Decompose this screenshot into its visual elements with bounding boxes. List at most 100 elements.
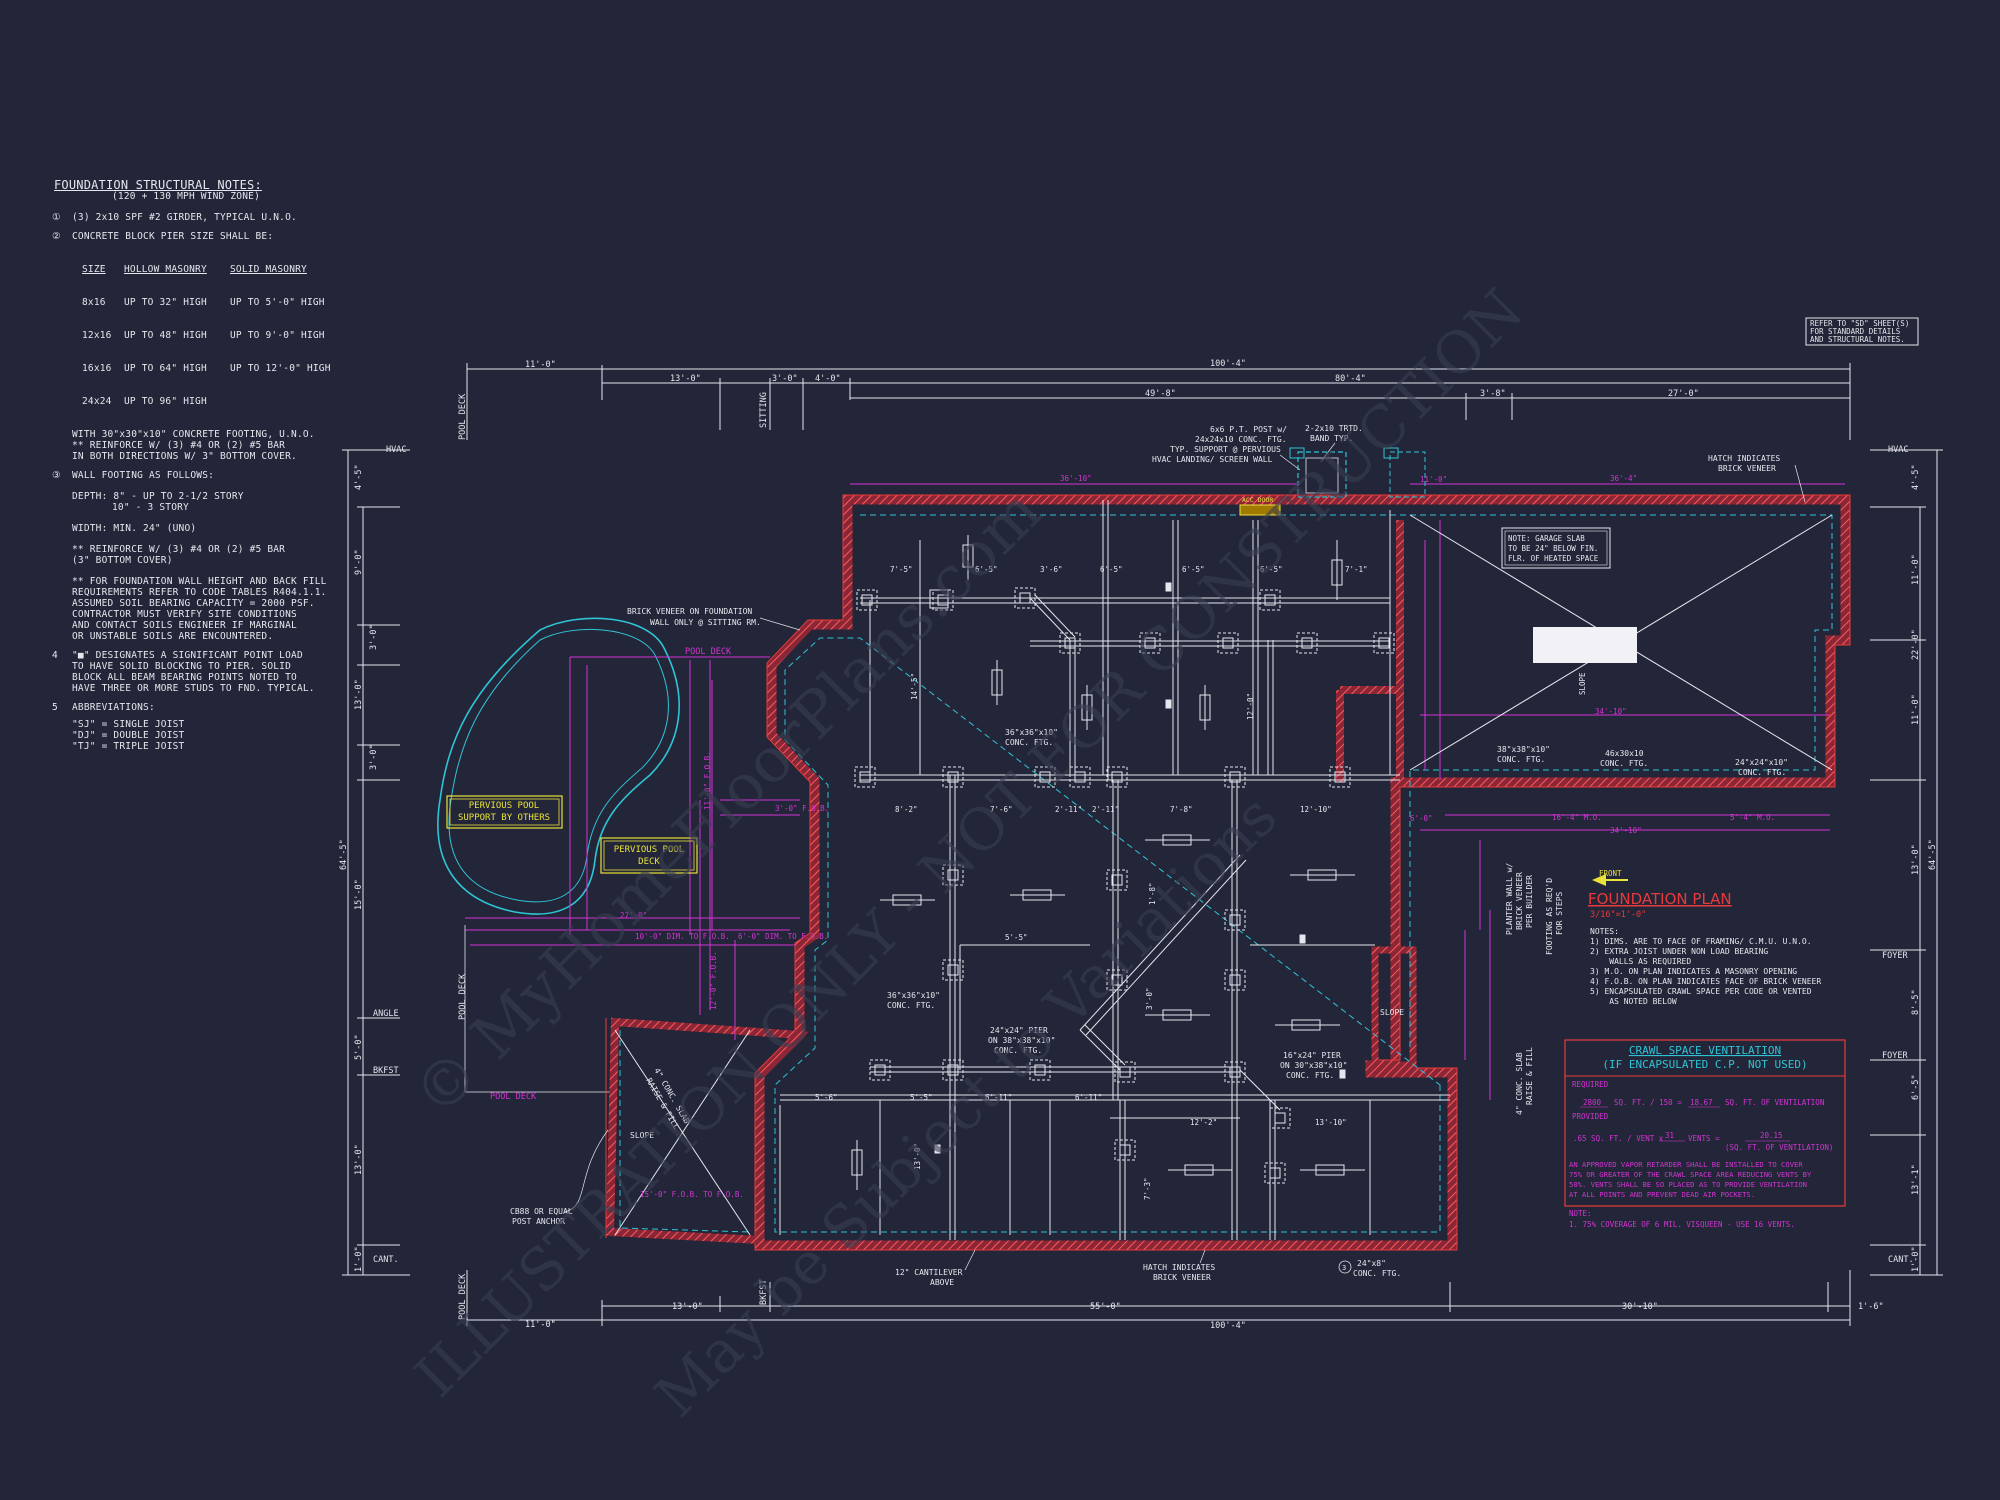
- vent-value: 18.67: [1690, 1098, 1713, 1107]
- dim-text: 13'-0": [354, 1144, 364, 1175]
- dim-text: 13'-0": [1911, 844, 1921, 875]
- dim-text: 27'-0": [620, 911, 647, 920]
- dim-text: 12'-2": [1190, 1118, 1217, 1127]
- callout-text: CONC. FTG.: [994, 1046, 1042, 1055]
- dim-text: 8'-2": [895, 805, 918, 814]
- dim-text: 7'-6": [990, 805, 1013, 814]
- note-text: CONTRACTOR MUST VERIFY SITE CONDITIONS: [72, 609, 297, 620]
- dim-text: 6'-5": [975, 565, 998, 574]
- joist-marker: [1300, 1164, 1365, 1176]
- note-text: WALL FOOTING AS FOLLOWS:: [72, 470, 215, 481]
- joist-marker: [962, 535, 974, 580]
- callout-text: ON 38"x38"x10": [988, 1036, 1055, 1045]
- callout-text: 36"x36"x10": [887, 991, 940, 1000]
- refer-note-line: REFER TO "SD" SHEET(S): [1810, 319, 1909, 328]
- dim-text: 36'-10": [1060, 474, 1092, 483]
- note-text: ** REINFORCE W/ (3) #4 OR (2) #5 BAR: [72, 544, 286, 555]
- dim-text: 4'-5": [1911, 464, 1921, 490]
- joist-marker: [1081, 685, 1093, 730]
- vent-text: SQ. FT. / 150 =: [1614, 1098, 1682, 1107]
- note-text: BLOCK ALL BEAM BEARING POINTS NOTED TO: [72, 672, 297, 683]
- vent-note: 1. 75% COVERAGE OF 6 MIL. VISQUEEN - USE…: [1569, 1220, 1795, 1229]
- table-cell: UP TO 64" HIGH: [124, 363, 207, 374]
- dim-text: 3'-6": [1040, 565, 1063, 574]
- structural-notes-panel: FOUNDATION STRUCTURAL NOTES: (120 + 130 …: [52, 179, 352, 752]
- dim-text: 4'-0": [815, 374, 841, 384]
- note-line: FLR. OF HEATED SPACE: [1508, 554, 1599, 563]
- note-text: ASSUMED SOIL BEARING CAPACITY = 2000 PSF…: [72, 598, 315, 609]
- note-text: WITH 30"x30"x10" CONCRETE FOOTING, U.N.O…: [72, 429, 315, 440]
- callout-text: CONC. FTG.: [1286, 1071, 1334, 1080]
- callout-text: 6x6 P.T. POST w/: [1210, 425, 1287, 434]
- note-text: "TJ" = TRIPLE JOIST: [72, 741, 185, 752]
- dim-text: 6'-5": [1100, 565, 1123, 574]
- table-cell: UP TO 9'-0" HIGH: [230, 330, 325, 341]
- callout-text: 36"x36"x10": [1005, 728, 1058, 737]
- label-pool-deck: POOL DECK: [685, 647, 732, 657]
- callout-text: RAISE & FILL: [1525, 1047, 1534, 1105]
- pier: [942, 864, 964, 886]
- callout-text: HATCH INDICATES: [1143, 1263, 1215, 1272]
- dim-text: 6'-0" DIM. TO F.O.B.: [738, 932, 828, 941]
- label-foyer: FOYER: [1882, 951, 1908, 961]
- note-text: CONCRETE BLOCK PIER SIZE SHALL BE:: [72, 231, 274, 242]
- note-number: ②: [52, 231, 61, 242]
- foundation-walls: [605, 494, 1851, 1251]
- dim-text: 5'-5": [910, 1093, 933, 1102]
- dim-text: 11'-0": [1420, 475, 1447, 484]
- label-cant: CANT.: [1888, 1255, 1914, 1265]
- dim-text: 12'-10": [1300, 805, 1332, 814]
- foundation-wall-hatch: [755, 495, 1850, 1250]
- dimension-texts: 100'-4" 11'-0" 13'-0" 3'-0" 4'-0" 80'-4"…: [339, 359, 1938, 1331]
- note-text: WIDTH: MIN. 24" (UNO): [72, 523, 197, 534]
- dim-text: 3'-0": [1145, 987, 1154, 1010]
- vent-approved-line: AN APPROVED VAPOR RETARDER SHALL BE INST…: [1569, 1160, 1803, 1169]
- dim-text: 8'-5": [1911, 989, 1921, 1015]
- dim-text: 100'-4": [1210, 1321, 1246, 1331]
- note-line: 5) ENCAPSULATED CRAWL SPACE PER CODE OR …: [1590, 987, 1812, 996]
- callout-text: CB88 OR EQUAL: [510, 1207, 573, 1216]
- dim-text: 80'-4": [1335, 374, 1366, 384]
- dim-text: 13'-0": [670, 374, 701, 384]
- dim-text: 6'-5": [1911, 1074, 1921, 1100]
- slope-label: SLOPE: [1380, 1008, 1404, 1017]
- callout-text: CONC. FTG.: [1497, 755, 1545, 764]
- dim-text: 6'-11": [985, 1093, 1012, 1102]
- note-line: 2) EXTRA JOIST UNDER NON LOAD BEARING: [1590, 947, 1768, 956]
- note-2: ② CONCRETE BLOCK PIER SIZE SHALL BE: SIZ…: [52, 231, 352, 462]
- table-cell: 24x24: [82, 396, 112, 407]
- callout-text: 24"x8": [1357, 1259, 1386, 1268]
- magenta-dims: [699, 483, 1845, 1100]
- joist-marker: [1145, 834, 1210, 846]
- callout-text: HATCH INDICATES: [1708, 454, 1780, 463]
- callout-text: 24"x24"x10": [1735, 758, 1788, 767]
- vent-value: 2800: [1583, 1098, 1602, 1107]
- dim-text: 5'-5": [1005, 933, 1028, 942]
- dim-text: 34'-10": [1595, 707, 1627, 716]
- vent-approved-line: AT ALL POINTS AND PREVENT DEAD AIR POCKE…: [1569, 1190, 1755, 1199]
- dim-text: 6'-11": [1075, 1093, 1102, 1102]
- pier: [1224, 969, 1246, 991]
- callout-text: BRICK VENEER: [1718, 464, 1776, 473]
- slope-label: SLOPE: [1578, 672, 1587, 695]
- label-bkfst: BKFST: [373, 1066, 399, 1076]
- dim-text: 4'-5": [354, 464, 364, 490]
- label-pool-deck: POOL DECK: [490, 1092, 537, 1102]
- callout-text: CONC. FTG.: [1738, 768, 1786, 777]
- table-cell: UP TO 32" HIGH: [124, 297, 207, 308]
- vent-note-head: NOTE:: [1569, 1209, 1592, 1218]
- pier: [1106, 766, 1128, 788]
- callout-text: 16"x24" PIER: [1283, 1051, 1341, 1060]
- callout-text: 24x24x10 CONC. FTG.: [1195, 435, 1287, 444]
- joist-marker: [1199, 685, 1211, 730]
- dim-text: 11'-0": [525, 1320, 556, 1330]
- note-text: REQUIREMENTS REFER TO CODE TABLES R404.1…: [72, 587, 327, 598]
- joist-marker: [1010, 889, 1065, 901]
- side-labels: HVAC HVAC ANGLE BKFST CANT. CANT. FOYER …: [373, 392, 1914, 1320]
- note-line: TO BE 24" BELOW FIN.: [1508, 544, 1598, 553]
- pier: [1296, 632, 1318, 654]
- callout-text: BRICK VENEER: [1153, 1273, 1211, 1282]
- piers: [854, 587, 1395, 1184]
